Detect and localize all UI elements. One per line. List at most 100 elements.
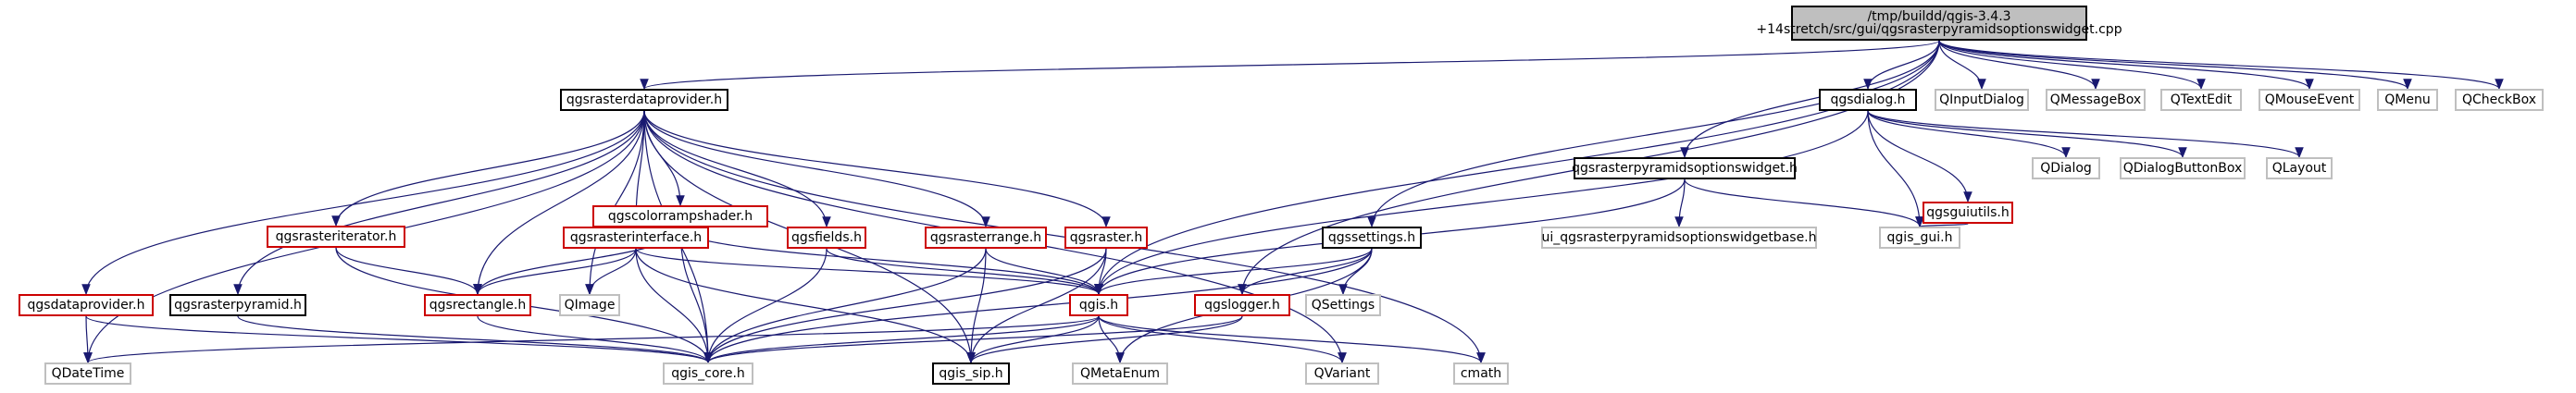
node-label: qgslogger.h	[1204, 298, 1280, 313]
edge-qgsrasterdataprovider-to-qgsrasterpyramid	[233, 110, 645, 296]
edge-qgis-to-qdatetime	[83, 315, 1100, 364]
node-qmetaenum[interactable]: QMetaEnum	[1072, 362, 1168, 385]
edge-qgsrasterpyramidsoptionswidget-to-qgis_gui	[1684, 178, 1924, 228]
node-label: qgsrasterpyramidsoptionswidget.h	[1572, 161, 1798, 176]
node-label: qgis_gui.h	[1886, 230, 1953, 245]
node-qgsraster[interactable]: qgsraster.h	[1064, 227, 1148, 249]
node-qsettings[interactable]: QSettings	[1305, 294, 1381, 316]
edge-qgsdialog-to-qlayout	[1867, 110, 2304, 159]
node-qgslogger[interactable]: qgslogger.h	[1194, 294, 1290, 316]
edge-qgsdialog-to-qgsguiutils	[1867, 110, 1972, 203]
node-qgssettings[interactable]: qgssettings.h	[1322, 227, 1422, 249]
node-qgsguiutils[interactable]: qgsguiutils.h	[1923, 202, 2013, 224]
node-qdatetime[interactable]: QDateTime	[44, 362, 131, 385]
node-label: qgis_core.h	[671, 366, 745, 381]
edge-qgis-to-cmath	[1098, 315, 1486, 364]
node-qgsrasterpyramidsoptionswidget[interactable]: qgsrasterpyramidsoptionswidget.h	[1572, 157, 1798, 179]
node-label: qgsguiutils.h	[1926, 205, 2010, 220]
node-qcheckbox[interactable]: QCheckBox	[2455, 89, 2544, 111]
node-label: QSettings	[1311, 298, 1375, 313]
node-label: QDialog	[2040, 161, 2092, 176]
edge-qgsrasterpyramidsoptionswidget-to-ui_qgsrasterpyramidsoptionswidgetbase	[1674, 178, 1686, 228]
node-qmouseevent[interactable]: QMouseEvent	[2259, 89, 2360, 111]
node-label: QImage	[564, 298, 616, 313]
node-qgis[interactable]: qgis.h	[1069, 294, 1128, 316]
node-label: qgis.h	[1078, 298, 1119, 313]
node-root-file[interactable]: /tmp/buildd/qgis-3.4.3 +14stretch/src/gu…	[1756, 6, 2122, 41]
node-qgis-core[interactable]: qgis_core.h	[663, 362, 753, 385]
edge-root-to-qgsrasterpyramidsoptionswidget	[1680, 40, 1940, 159]
edge-qgsrasterdataprovider-to-cmath	[643, 110, 1486, 364]
edge-qgsrasterdataprovider-to-qgsdataprovider	[81, 110, 645, 296]
node-qgsrasterpyramid[interactable]: qgsrasterpyramid.h	[169, 294, 306, 316]
edge-qgsrasterdataprovider-to-qgsrasterrange	[643, 110, 990, 228]
edge-root-to-qcheckbox	[1938, 40, 2504, 91]
node-label: qgis_sip.h	[939, 366, 1003, 381]
node-label: QMetaEnum	[1079, 366, 1160, 381]
edge-qgsrasterdataprovider-to-qgsfields	[643, 110, 831, 228]
edge-root-to-qtextedit	[1938, 40, 2206, 91]
edge-qgslogger-to-qgis_sip	[966, 315, 1243, 364]
node-qgsrasterdataprovider[interactable]: qgsrasterdataprovider.h	[560, 89, 728, 111]
edge-qgscolorrampshader-to-qgis_core	[679, 227, 713, 364]
node-qgsrasterinterface[interactable]: qgsrasterinterface.h	[563, 227, 709, 249]
edge-qgis-to-qgis_sip	[966, 315, 1100, 364]
node-label: qgsrasterinterface.h	[569, 230, 703, 245]
edge-root-to-qmenu	[1938, 40, 2412, 91]
node-qgis-gui[interactable]: qgis_gui.h	[1879, 227, 1960, 249]
node-qgsrectangle[interactable]: qgsrectangle.h	[424, 294, 531, 316]
node-qvariant[interactable]: QVariant	[1305, 362, 1379, 385]
node-label: qgssettings.h	[1327, 230, 1416, 245]
edge-root-to-qmessagebox	[1938, 40, 2100, 91]
edge-qgssettings-to-qgis_core	[703, 248, 1373, 364]
node-label: cmath	[1460, 366, 1502, 381]
node-label: QCheckBox	[2461, 92, 2537, 107]
node-qimage[interactable]: QImage	[559, 294, 620, 316]
edge-qgssettings-to-qgslogger	[1238, 248, 1373, 296]
edge-root-to-qgis	[1094, 40, 1940, 296]
edge-qgsrasterdataprovider-to-qimage	[585, 110, 645, 296]
node-ui-qgsrasterpyramidsoptionswidgetbase[interactable]: ui_qgsrasterpyramidsoptionswidgetbase.h	[1541, 227, 1817, 249]
node-qgis-sip[interactable]: qgis_sip.h	[932, 362, 1010, 385]
edge-qgsrasterdataprovider-to-qgsraster	[643, 110, 1111, 228]
root-path-line-2: +14stretch/src/gui/qgsrasterpyramidsopti…	[1756, 22, 2122, 37]
node-qlayout[interactable]: QLayout	[2266, 157, 2333, 179]
node-qdialog[interactable]: QDialog	[2032, 157, 2100, 179]
node-qmessagebox[interactable]: QMessageBox	[2046, 89, 2146, 111]
edge-qgis-to-qgis_core	[703, 315, 1100, 364]
node-label: QDateTime	[51, 366, 125, 381]
edge-qgsdialog-to-qgis	[1094, 110, 1869, 296]
node-qgsdialog[interactable]: qgsdialog.h	[1819, 89, 1917, 111]
edge-qgsdataprovider-to-qgis_core	[85, 315, 713, 364]
edge-qgsrasterrange-to-qgis_sip	[966, 248, 987, 364]
edge-qgsrasterpyramid-to-qgis_core	[237, 315, 713, 364]
node-label: qgsrasteriterator.h	[275, 229, 397, 244]
node-qgscolorrampshader[interactable]: qgscolorrampshader.h	[592, 205, 768, 227]
edge-qgsrasterrange-to-qgis_core	[703, 248, 987, 364]
edge-root-to-qgssettings	[1367, 40, 1940, 228]
edge-qgsrasterinterface-to-qgis	[635, 248, 1103, 296]
edge-root-to-qgsrasterdataprovider	[640, 40, 1940, 91]
node-qgsrasteriterator[interactable]: qgsrasteriterator.h	[267, 226, 405, 248]
node-label: QLayout	[2271, 161, 2327, 176]
node-label: qgsrasterrange.h	[929, 230, 1042, 245]
node-label: qgscolorrampshader.h	[607, 209, 753, 224]
node-cmath[interactable]: cmath	[1453, 362, 1509, 385]
node-qinputdialog[interactable]: QInputDialog	[1935, 89, 2029, 111]
node-label: qgsfields.h	[791, 230, 862, 245]
node-qgsdataprovider[interactable]: qgsdataprovider.h	[19, 294, 154, 316]
node-label: QMouseEvent	[2264, 92, 2355, 107]
node-qgsrasterrange[interactable]: qgsrasterrange.h	[925, 227, 1047, 249]
node-label: QInputDialog	[1939, 92, 2024, 107]
node-qtextedit[interactable]: QTextEdit	[2160, 89, 2242, 111]
node-qmenu[interactable]: QMenu	[2377, 89, 2438, 111]
node-label: QVariant	[1313, 366, 1371, 381]
edge-root-to-qgsdialog	[1863, 40, 1940, 91]
edge-root-to-qinputdialog	[1938, 40, 1986, 91]
edge-qgsfields-to-qgis_core	[703, 248, 828, 364]
edge-qgsrasterdataprovider-to-qgsrectangle	[473, 110, 645, 296]
node-qgsfields[interactable]: qgsfields.h	[787, 227, 866, 249]
edge-qgsrasterrange-to-qgis	[985, 248, 1103, 296]
node-qdialogbuttonbox[interactable]: QDialogButtonBox	[2120, 157, 2246, 179]
